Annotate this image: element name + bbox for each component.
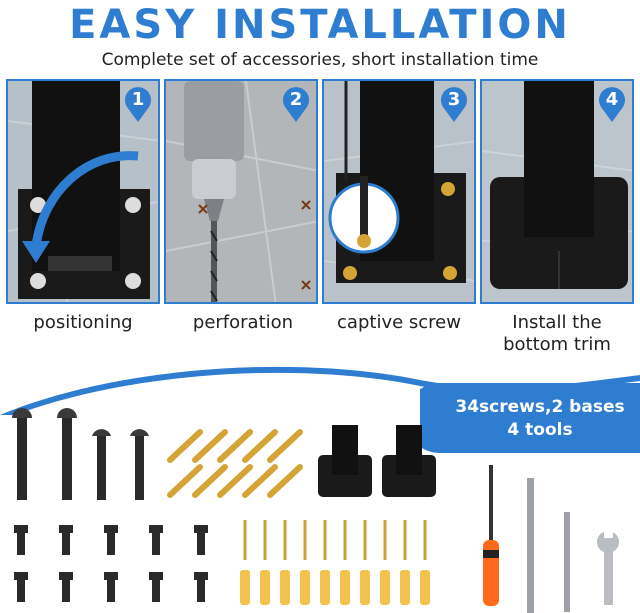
step-1-badge: 1 (123, 85, 153, 123)
step-1-panel: 1 (6, 79, 160, 304)
post-bases (318, 425, 436, 497)
contents-line-1: 34screws,2 bases (455, 397, 625, 417)
step-1-illustration (8, 81, 158, 302)
map-pin-icon (283, 87, 309, 122)
badge-shape (420, 383, 640, 453)
wave-divider (0, 366, 640, 415)
step-4-number: 4 (605, 89, 619, 110)
contents-line-2: 4 tools (507, 420, 573, 440)
step-2-badge: 2 (281, 85, 311, 123)
step-2-number: 2 (289, 89, 303, 110)
step-2-panel: 2 (164, 79, 318, 304)
wrench-icon (597, 528, 619, 605)
map-pin-icon (125, 87, 151, 122)
step-4-illustration (482, 81, 632, 302)
step-4-panel: 4 (480, 79, 634, 304)
step-2-illustration (166, 81, 316, 302)
map-pin-icon (599, 87, 625, 122)
step-1-caption: positioning (33, 312, 133, 333)
parts-illustration (12, 408, 619, 613)
page-subtitle: Complete set of accessories, short insta… (101, 50, 539, 70)
drill-bit-icon (527, 478, 570, 613)
step-4-caption: Install the bottom trim (477, 312, 637, 356)
step-4-badge: 4 (597, 85, 627, 123)
screwdriver-icon (483, 465, 499, 606)
step-1-number: 1 (131, 89, 145, 110)
step-3-number: 3 (447, 89, 461, 110)
step-3-panel: 3 (322, 79, 476, 304)
step-4-caption-line-1: Install the (512, 312, 602, 333)
page-title: EASY INSTALLATION (69, 2, 571, 48)
expansion-anchors (167, 429, 303, 498)
wood-screws (243, 520, 427, 560)
contents-badge: 34screws,2 bases 4 tools (420, 383, 640, 453)
plastic-anchors (240, 570, 430, 605)
step-4-caption-line-2: bottom trim (503, 334, 611, 355)
map-pin-icon (441, 87, 467, 122)
long-bolts (12, 408, 149, 500)
step-2-caption: perforation (192, 312, 294, 333)
short-bolts (14, 525, 208, 602)
step-3-illustration (324, 81, 474, 302)
step-3-caption: captive screw (337, 312, 461, 333)
step-3-badge: 3 (439, 85, 469, 123)
